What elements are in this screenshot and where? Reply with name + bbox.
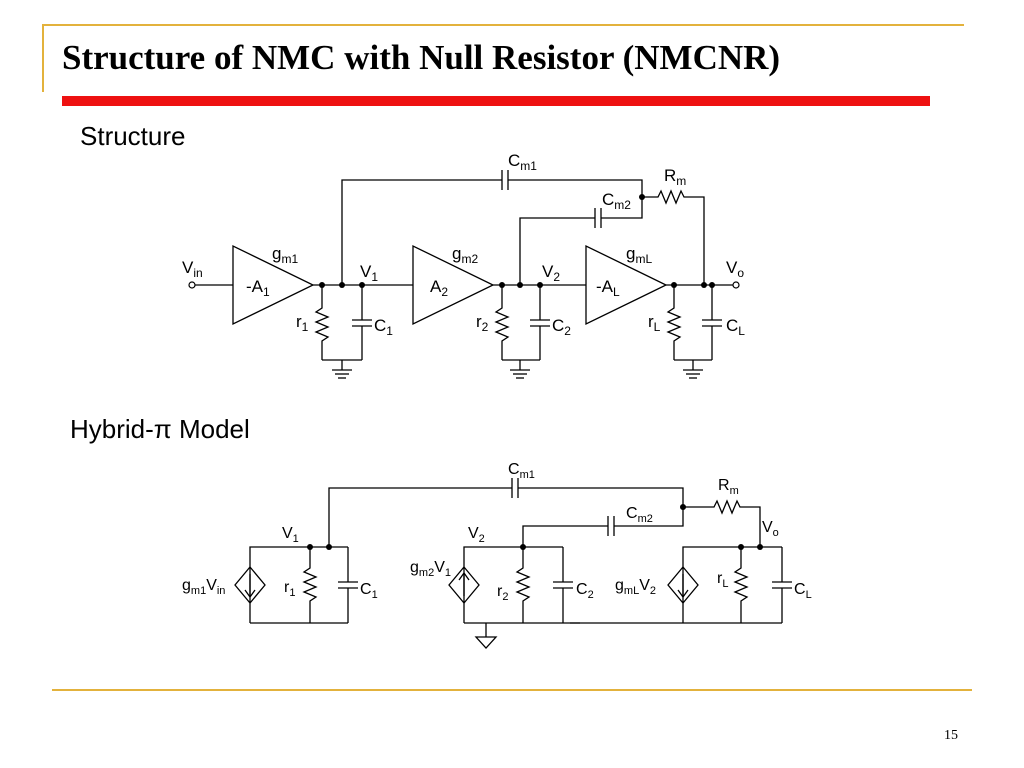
hybrid-c1-label: C1 xyxy=(360,581,378,601)
page-number: 15 xyxy=(944,728,958,743)
c2-label: C2 xyxy=(552,316,571,338)
c1-label: C1 xyxy=(374,316,393,338)
hybrid-r2-resistor xyxy=(515,547,531,623)
arrow-up-icon xyxy=(458,571,470,581)
r1-label: r1 xyxy=(296,312,309,334)
hybrid-r1-resistor xyxy=(302,547,318,623)
hybrid-cm2-label: Cm2 xyxy=(626,505,653,525)
ground-icon xyxy=(474,636,498,649)
cl-label: CL xyxy=(726,316,745,338)
gm2-current-source xyxy=(448,565,480,605)
rm-label: Rm xyxy=(664,166,686,188)
arrow-down-icon xyxy=(244,589,256,599)
vin-label: Vin xyxy=(182,258,203,280)
hybrid-rm-label: Rm xyxy=(718,477,739,497)
hybrid-rm-resistor xyxy=(683,499,761,547)
structure-diagram: Vin -A1 gm1 V1 r1 C1 A2 gm2 V2 xyxy=(182,151,745,379)
amp1-label: -A1 xyxy=(246,277,270,299)
hybrid-vo-label: Vo xyxy=(762,519,779,539)
hybrid-v1-label: V1 xyxy=(282,525,299,545)
ampl-label: -AL xyxy=(596,277,620,299)
hybrid-r2-label: r2 xyxy=(497,583,508,603)
structure-heading: Structure xyxy=(80,121,186,151)
src3-label: gmLV2 xyxy=(615,577,656,597)
footer-rule xyxy=(52,689,972,691)
amp1-triangle xyxy=(232,244,315,326)
hybrid-pi-heading: Hybrid-π Model xyxy=(70,414,250,444)
rl-label: rL xyxy=(648,312,661,334)
r2-resistor xyxy=(494,285,510,360)
slide-title: Structure of NMC with Null Resistor (NMC… xyxy=(62,38,781,77)
gml-label: gmL xyxy=(626,244,652,266)
cm1-label: Cm1 xyxy=(508,151,537,173)
gm2-label: gm2 xyxy=(452,244,478,266)
hybrid-rl-resistor xyxy=(733,547,749,623)
title-underline-bar xyxy=(62,96,930,106)
v1-label: V1 xyxy=(360,262,378,284)
r1-resistor xyxy=(314,285,330,360)
top-frame-line xyxy=(42,24,964,26)
r2-label: r2 xyxy=(476,312,489,334)
rl-resistor xyxy=(666,285,682,360)
src2-label: gm2V1 xyxy=(410,559,451,579)
src1-label: gm1Vin xyxy=(182,577,225,597)
hybrid-cl-label: CL xyxy=(794,581,812,601)
gm1-current-source xyxy=(234,565,266,605)
hybrid-c2-label: C2 xyxy=(576,581,594,601)
left-frame-line xyxy=(42,24,44,92)
amp2-triangle xyxy=(412,244,495,326)
v2-label: V2 xyxy=(542,262,560,284)
arrow-down-icon xyxy=(677,589,689,599)
ampl-triangle xyxy=(585,244,668,326)
rm-resistor xyxy=(642,189,705,285)
vo-label: Vo xyxy=(726,258,744,280)
hybrid-pi-diagram: gm1Vin r1 C1 V1 gm2V1 r2 C2 V2 xyxy=(182,461,812,649)
gm1-label: gm1 xyxy=(272,244,298,266)
hybrid-cm1-label: Cm1 xyxy=(508,461,535,481)
amp2-label: A2 xyxy=(430,277,448,299)
hybrid-rl-label: rL xyxy=(717,570,728,590)
gml-current-source xyxy=(667,565,699,605)
hybrid-r1-label: r1 xyxy=(284,579,295,599)
hybrid-v2-label: V2 xyxy=(468,525,485,545)
cm2-label: Cm2 xyxy=(602,190,631,212)
vin-terminal xyxy=(188,281,196,289)
vo-terminal xyxy=(732,281,740,289)
